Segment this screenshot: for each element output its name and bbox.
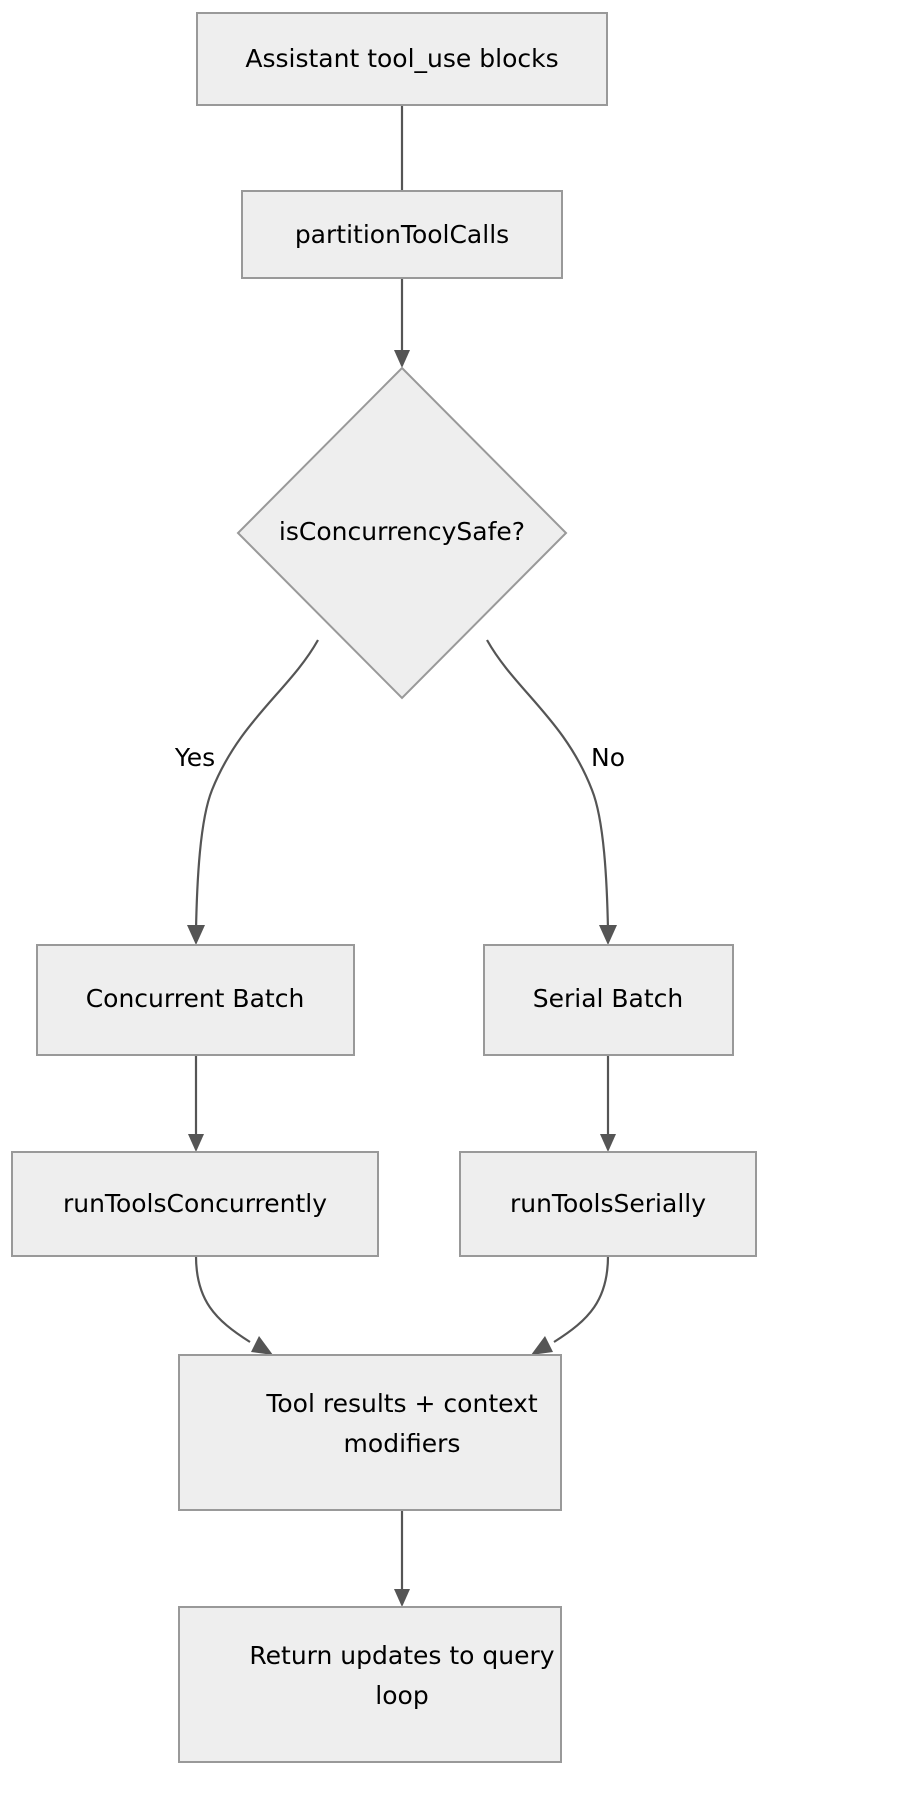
node-label: Serial Batch [533,984,684,1013]
edge-decision-to-serial-batch: No [486,639,625,945]
edge-serial-batch-to-runtoolsserially [600,1055,616,1152]
node-label: isConcurrencySafe? [279,517,525,546]
edge-line [194,639,319,931]
edge-line [194,1255,251,1343]
node-concurrent-batch[interactable]: Concurrent Batch [36,944,355,1056]
node-rect[interactable] [178,1606,562,1763]
node-serial-batch[interactable]: Serial Batch [483,944,734,1056]
arrowhead-icon [187,925,205,945]
node-label: runToolsConcurrently [63,1189,327,1218]
node-label: partitionToolCalls [295,220,509,249]
node-rect[interactable] [241,190,563,279]
node-partitiontoolcalls[interactable]: partitionToolCalls [241,190,563,279]
node-rect[interactable] [36,944,355,1056]
node-return-updates-to-query-loop[interactable]: Return updates to query loop [178,1606,562,1763]
node-rect[interactable] [11,1151,379,1257]
node-rect[interactable] [178,1354,562,1511]
node-tool-results-context-modifiers[interactable]: Tool results + context modifiers [178,1354,562,1511]
edge-line [486,639,610,931]
node-assistant-tool-use-blocks[interactable]: Assistant tool_use blocks [196,12,608,106]
edge-label-yes: Yes [174,743,215,772]
node-label: runToolsSerially [510,1189,706,1218]
node-label: Concurrent Batch [86,984,305,1013]
arrowhead-icon [531,1336,553,1355]
arrowhead-icon [394,1589,410,1607]
node-label-line2: loop [375,1681,428,1710]
node-label-line1: Return updates to query [249,1641,554,1670]
node-rect[interactable] [196,12,608,106]
arrowhead-icon [599,925,617,945]
node-label: Assistant tool_use blocks [245,44,558,73]
arrowhead-icon [394,350,410,368]
edge-decision-to-concurrent-batch: Yes [174,639,319,945]
edge-results-to-return-updates [394,1510,410,1607]
node-label-line2: modifiers [344,1429,461,1458]
node-runtoolsserially[interactable]: runToolsSerially [459,1151,757,1257]
node-isconcurrencysafe-decision[interactable]: isConcurrencySafe? [236,366,568,700]
edge-runtoolsserially-to-results [531,1255,610,1355]
node-label-line1: Tool results + context [265,1389,538,1418]
node-diamond[interactable] [236,366,568,700]
edge-concurrent-batch-to-runtoolsconcurrently [188,1055,204,1152]
node-rect[interactable] [483,944,734,1056]
edge-runtoolsconcurrently-to-results [194,1255,273,1355]
node-runtoolsconcurrently[interactable]: runToolsConcurrently [11,1151,379,1257]
edge-line [553,1255,610,1343]
edge-label-no: No [591,743,625,772]
arrowhead-icon [251,1336,273,1355]
arrowhead-icon [600,1134,616,1152]
edge-partition-to-decision [394,278,410,368]
node-rect[interactable] [459,1151,757,1257]
arrowhead-icon [188,1134,204,1152]
